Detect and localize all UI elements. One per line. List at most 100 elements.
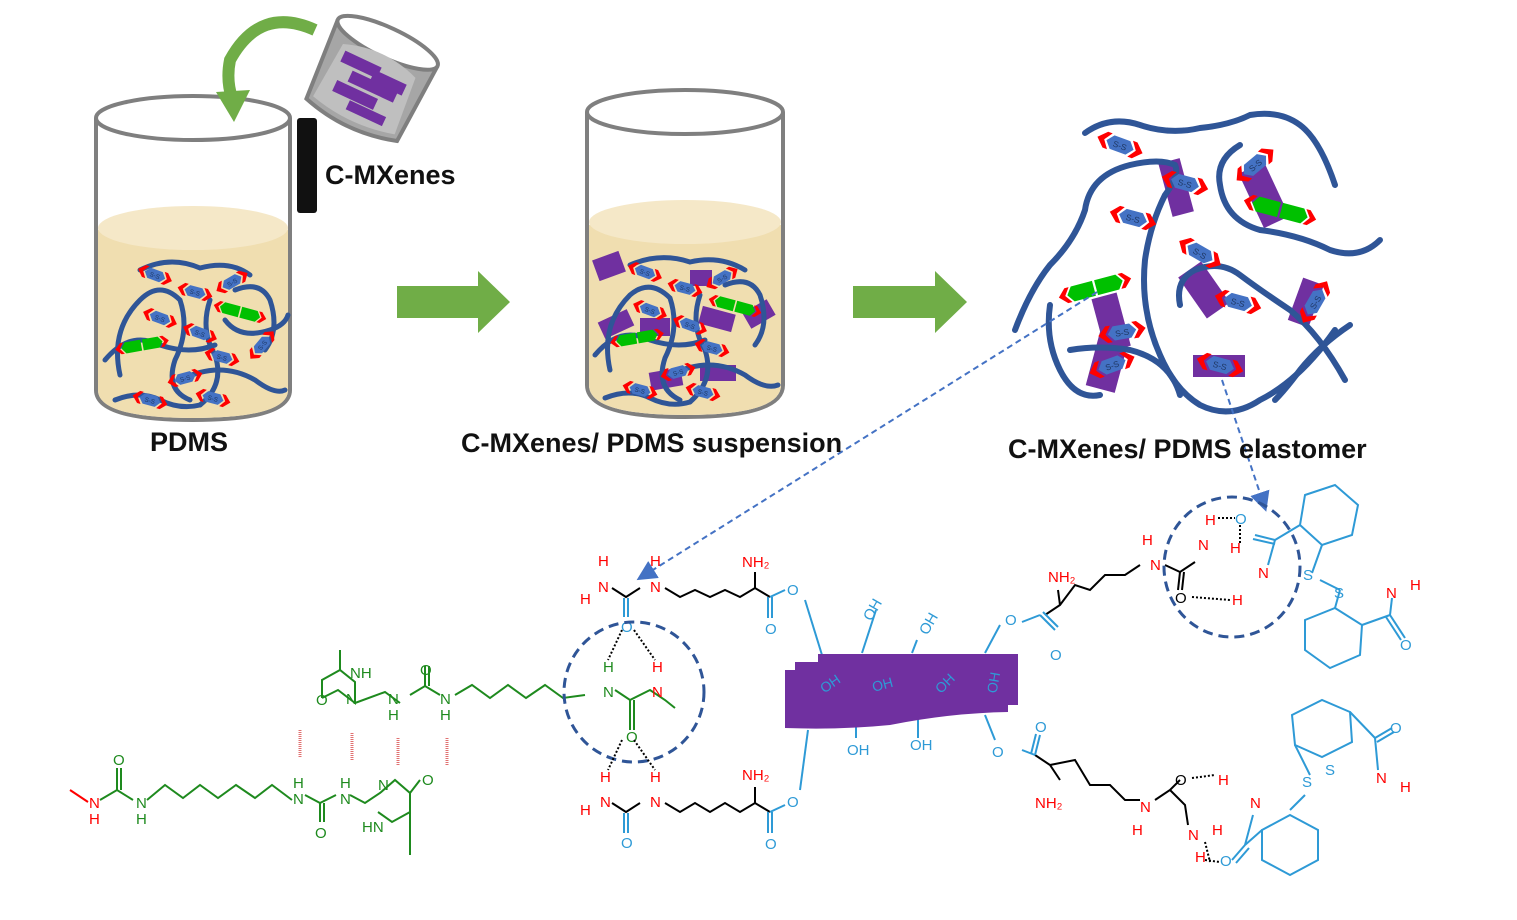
atom-o: O xyxy=(1175,590,1187,607)
red-atom-labels: N H N H N H H N H NH₂ N H H N H NH₂ NH₂ … xyxy=(89,512,1421,866)
disulfide-crosslink: S-S xyxy=(1097,131,1143,159)
disulfide-label: S-S xyxy=(672,368,684,377)
atom-o: O xyxy=(315,825,327,842)
upy-crosslink xyxy=(1058,272,1132,304)
atom-o: O xyxy=(626,729,638,746)
atom-h: H xyxy=(1400,779,1411,796)
disulfide-crosslink: S-S xyxy=(1089,351,1135,379)
atom-o: O xyxy=(1005,612,1017,629)
label-suspension: C-MXenes/ PDMS suspension xyxy=(461,428,843,458)
atom-h: H xyxy=(440,707,451,724)
atom-o: O xyxy=(1050,647,1062,664)
atom-o: O xyxy=(420,662,432,679)
disulfide-crosslink: S-S xyxy=(204,347,240,367)
atom-h: H xyxy=(600,769,611,786)
disulfide-label: S-S xyxy=(193,329,205,339)
label-pdms: PDMS xyxy=(150,427,229,457)
disulfide-crosslink: S-S xyxy=(1236,148,1274,182)
atom-h: H xyxy=(293,775,304,792)
atom-n: N xyxy=(1150,557,1161,574)
atom-oh: OH xyxy=(847,742,870,759)
disulfide-label: S-S xyxy=(1114,326,1130,338)
disulfide-crosslink: S-S xyxy=(143,308,177,328)
atom-o: O xyxy=(992,744,1004,761)
atom-h: H xyxy=(650,553,661,570)
disulfide-crosslink: S-S xyxy=(622,380,658,400)
disulfide-label: S-S xyxy=(1177,177,1193,190)
black-bonds xyxy=(611,561,1196,826)
atom-o: O xyxy=(787,794,799,811)
atom-o: O xyxy=(316,692,328,709)
mxene-flakes-in-beaker xyxy=(332,50,407,127)
disulfide-label: S-S xyxy=(189,288,201,297)
atom-n: N xyxy=(293,791,304,808)
disulfide-label: S-S xyxy=(216,353,228,362)
disulfide-label: S-S xyxy=(148,271,160,281)
pouring-beaker xyxy=(304,13,440,144)
atom-o: O xyxy=(1220,853,1232,870)
disulfide-crosslink: S-S xyxy=(667,278,703,298)
disulfide-label: S-S xyxy=(716,273,729,284)
atom-h: H xyxy=(1205,512,1216,529)
atom-h: H xyxy=(580,802,591,819)
disulfide-label: S-S xyxy=(179,374,191,383)
disulfide-label: S-S xyxy=(226,277,239,288)
beaker-pdms-rim xyxy=(94,94,292,142)
chemical-structures: O N NH N H O N H O N H N H N H O N HN O … xyxy=(69,483,1421,877)
atom-o: O xyxy=(1175,772,1187,789)
upy-dimer-upper xyxy=(321,650,676,730)
disulfide-crosslink: S-S xyxy=(1109,205,1157,231)
atom-h: H xyxy=(1218,772,1229,789)
atom-n: N xyxy=(1188,827,1199,844)
atom-o: O xyxy=(422,772,434,789)
atom-o: O xyxy=(765,621,777,638)
atom-n: N xyxy=(603,684,614,701)
disulfide-crosslink: S-S xyxy=(132,390,168,410)
disulfide-label: S-S xyxy=(1230,296,1246,309)
atom-n: N xyxy=(650,579,661,596)
atom-oh: OH xyxy=(870,674,894,695)
black-atom-labels: O O xyxy=(1175,590,1187,789)
disulfide-crosslink: S-S xyxy=(685,382,721,402)
disulfide-label: S-S xyxy=(634,386,646,395)
upy-crosslink xyxy=(610,328,664,348)
atom-oh: OH xyxy=(910,737,933,754)
pour-arrow-head-icon xyxy=(216,90,250,122)
disulfide-crosslink: S-S xyxy=(673,315,707,335)
hydrogen-bond-dashes-quadruple xyxy=(298,730,449,765)
atom-o: O xyxy=(765,836,777,853)
c-mxenes-vial xyxy=(297,118,317,213)
atom-nh2: NH₂ xyxy=(1048,569,1076,586)
disulfide-crosslink: S-S xyxy=(1214,289,1262,315)
disulfide-label: S-S xyxy=(683,321,695,331)
atom-n: N xyxy=(650,794,661,811)
atom-o: O xyxy=(621,835,633,852)
mxene-flake xyxy=(785,654,1018,729)
upy-crosslink xyxy=(115,335,169,355)
label-c-mxenes: C-MXenes xyxy=(325,160,456,190)
atom-n: N xyxy=(1258,565,1269,582)
atom-o: O xyxy=(1235,511,1247,528)
atom-s: S xyxy=(1303,567,1313,584)
atom-hn: HN xyxy=(362,819,384,836)
atom-n: N xyxy=(440,691,451,708)
disulfide-label: S-S xyxy=(1212,359,1228,372)
disulfide-crosslink: S-S xyxy=(177,282,213,302)
zoom-connector-disulfide xyxy=(1221,379,1270,512)
beaker-suspension-rim xyxy=(585,88,785,136)
atom-h: H xyxy=(1142,532,1153,549)
atom-h: H xyxy=(598,553,609,570)
atom-n: N xyxy=(89,795,100,812)
hydrogen-bond-dots xyxy=(607,517,1241,863)
upy-dimer-lower xyxy=(69,768,421,855)
atom-h: H xyxy=(136,811,147,828)
atom-oh: OH xyxy=(860,596,886,624)
disulfide-crosslink: S-S xyxy=(633,300,667,320)
atom-o: O xyxy=(787,582,799,599)
atom-h: H xyxy=(1232,592,1243,609)
process-arrow-icon-1 xyxy=(397,271,510,333)
